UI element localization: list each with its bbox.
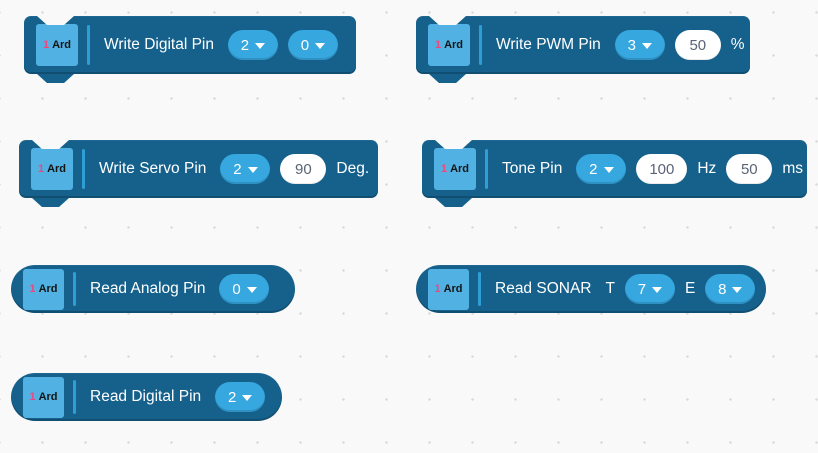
block-fields: T 7 E 8 <box>605 274 756 304</box>
read-digital-pin-dropdown-0[interactable]: 2 <box>215 382 266 412</box>
block-read-sonar[interactable]: 1 Ard Read SONAR T 7 E 8 <box>416 265 766 313</box>
arduino-badge-icon: 1 Ard <box>31 148 73 190</box>
tone-pin-input-1[interactable]: 100 <box>636 154 688 184</box>
write-servo-pin-unit-label-2: Deg. <box>336 160 370 177</box>
block-top-notch <box>429 16 466 25</box>
block-top-notch <box>32 140 69 149</box>
dropdown-value: 2 <box>233 160 242 178</box>
badge-text: Ard <box>47 162 67 175</box>
badge-number: 1 <box>42 38 50 51</box>
block-label: Tone Pin <box>502 160 563 177</box>
chevron-down-icon <box>652 287 663 293</box>
tone-pin-unit-label-2: Hz <box>697 160 717 177</box>
block-separator <box>73 272 76 306</box>
tone-pin-dropdown-0[interactable]: 2 <box>576 154 627 184</box>
read-sonar-dropdown-1[interactable]: 7 <box>624 274 675 304</box>
block-separator <box>479 25 482 65</box>
read-sonar-dropdown-3[interactable]: 8 <box>705 274 756 304</box>
chevron-down-icon <box>255 43 266 49</box>
badge-text: Ard <box>38 390 58 403</box>
badge-number: 1 <box>37 162 45 175</box>
block-fields: 2 <box>215 382 266 412</box>
badge-text: Ard <box>443 282 463 295</box>
dropdown-value: 7 <box>637 280 647 298</box>
arduino-badge-icon: 1 Ard <box>434 148 476 190</box>
block-bottom-tab <box>429 74 466 83</box>
dropdown-value: 2 <box>240 36 250 54</box>
tone-pin-input-3[interactable]: 50 <box>726 154 773 184</box>
dropdown-value: 0 <box>232 280 241 298</box>
block-bottom-tab <box>435 198 472 207</box>
badge-text: Ard <box>450 162 470 175</box>
chevron-down-icon <box>315 43 326 49</box>
read-analog-pin-dropdown-0[interactable]: 0 <box>219 274 270 304</box>
block-separator <box>87 25 90 65</box>
arduino-badge-icon: 1 Ard <box>23 376 64 418</box>
block-separator <box>485 149 488 189</box>
dropdown-value: 0 <box>300 36 310 54</box>
dropdown-value: 8 <box>718 280 727 298</box>
badge-text: Ard <box>444 38 464 51</box>
read-sonar-unit-label-0: T <box>605 280 615 297</box>
block-write-pwm-pin[interactable]: 1 Ard Write PWM Pin 3 50% <box>416 16 750 83</box>
block-separator <box>82 149 85 189</box>
badge-text: Ard <box>52 38 72 51</box>
write-servo-pin-dropdown-0[interactable]: 2 <box>220 154 271 184</box>
badge-text: Ard <box>38 282 58 295</box>
arduino-badge-icon: 1 Ard <box>428 268 469 310</box>
write-pwm-pin-unit-label-2: % <box>730 36 745 53</box>
arduino-badge-icon: 1 Ard <box>23 268 64 310</box>
block-fields: 2 90 Deg. <box>220 154 369 184</box>
chevron-down-icon <box>246 287 257 293</box>
badge-number: 1 <box>29 390 36 403</box>
block-bottom-tab <box>32 198 69 207</box>
chevron-down-icon <box>732 287 743 293</box>
block-separator <box>73 380 76 414</box>
arduino-badge-icon: 1 Ard <box>428 24 470 66</box>
block-read-digital-pin[interactable]: 1 Ard Read Digital Pin 2 <box>11 373 282 421</box>
write-digital-pin-dropdown-1[interactable]: 0 <box>287 30 338 60</box>
tone-pin-unit-label-4: ms <box>782 160 803 177</box>
badge-number: 1 <box>434 38 442 51</box>
write-digital-pin-dropdown-0[interactable]: 2 <box>227 30 278 60</box>
block-write-servo-pin[interactable]: 1 Ard Write Servo Pin 2 90 Deg. <box>19 140 378 207</box>
block-tone-pin[interactable]: 1 Ard Tone Pin 2 100 Hz 50 ms <box>422 140 807 207</box>
chevron-down-icon <box>247 167 258 173</box>
write-servo-pin-input-1[interactable]: 90 <box>280 154 327 184</box>
block-fields: 2 100 Hz 50 ms <box>576 154 803 184</box>
block-label: Write Digital Pin <box>104 36 214 53</box>
block-separator <box>478 272 481 306</box>
dropdown-value: 3 <box>627 36 636 54</box>
block-label: Read SONAR <box>495 280 592 297</box>
block-top-notch <box>37 16 74 25</box>
block-fields: 3 50% <box>614 30 745 60</box>
block-fields: 0 <box>219 274 270 304</box>
chevron-down-icon <box>603 167 614 173</box>
block-label: Write Servo Pin <box>99 160 207 177</box>
write-pwm-pin-dropdown-0[interactable]: 3 <box>614 30 665 60</box>
block-bottom-tab <box>37 74 74 83</box>
read-sonar-unit-label-2: E <box>684 280 696 297</box>
badge-number: 1 <box>434 282 441 295</box>
dropdown-value: 2 <box>589 160 598 178</box>
block-top-notch <box>435 140 472 149</box>
arduino-badge-icon: 1 Ard <box>36 24 78 66</box>
block-read-analog-pin[interactable]: 1 Ard Read Analog Pin 0 <box>11 265 295 313</box>
block-label: Read Digital Pin <box>90 388 202 405</box>
badge-number: 1 <box>440 162 448 175</box>
chevron-down-icon <box>242 395 253 401</box>
block-label: Read Analog Pin <box>90 280 206 297</box>
badge-number: 1 <box>29 282 36 295</box>
block-label: Write PWM Pin <box>496 36 601 53</box>
chevron-down-icon <box>641 43 652 49</box>
dropdown-value: 2 <box>227 388 237 406</box>
write-pwm-pin-input-1[interactable]: 50 <box>674 30 721 60</box>
